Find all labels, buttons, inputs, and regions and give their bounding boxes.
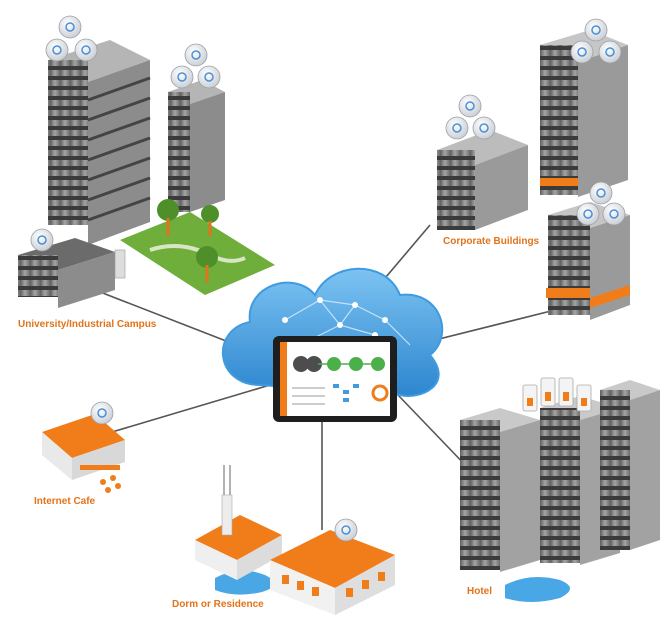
link-hotel [397,394,471,471]
access-point-icon [570,40,594,64]
hotel-illustration [460,377,660,602]
access-point-icon [90,401,114,425]
access-point-icon [184,43,208,67]
access-point-icon [584,18,608,42]
access-point-icon [472,116,496,140]
access-point-icon [602,202,626,226]
label-corporate: Corporate Buildings [443,236,540,247]
access-point-icon [74,38,98,62]
access-point-icon [589,181,613,205]
tablet-dashboard [273,336,397,422]
label-hotel: Hotel [467,586,492,597]
access-point-icon [576,202,600,226]
campus-illustration [18,15,275,308]
wall-plate-icons [522,377,592,412]
access-point-icon [598,40,622,64]
access-point-icon [30,228,54,252]
label-dorm: Dorm or Residence [172,599,264,610]
access-point-icon [58,15,82,39]
corporate-illustration [437,18,630,320]
dorm-illustration [195,465,395,615]
label-cafe: Internet Cafe [34,496,96,507]
link-cafe [111,384,271,433]
access-point-icon [45,38,69,62]
label-campus: University/Industrial Campus [18,319,157,330]
tower-left [48,60,88,225]
access-point-icon [458,94,482,118]
cafe-illustration [42,401,125,493]
access-point-icon [170,65,194,89]
access-point-icon [334,518,358,542]
access-point-icon [197,65,221,89]
access-point-icon [445,116,469,140]
